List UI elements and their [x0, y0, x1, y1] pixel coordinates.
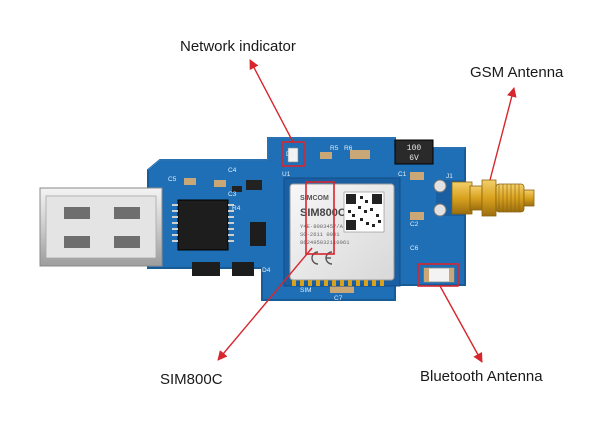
silk-r4: R4: [232, 205, 241, 212]
bluetooth-antenna-highlight: [417, 263, 459, 287]
chip-brand-label: SIMCOM: [300, 195, 329, 202]
silk-c3: C3: [228, 191, 237, 198]
silk-c1: C1: [398, 171, 407, 178]
ce-mark-icon: [311, 251, 333, 265]
arrow-network-indicator: [249, 59, 294, 143]
silk-d4: D4: [262, 267, 271, 274]
arrow-bluetooth-antenna: [439, 285, 483, 363]
callout-network-indicator: Network indicator: [180, 38, 296, 55]
capacitor-value-2: 6V: [409, 154, 419, 163]
chip-line-4: SG-2611 0001: [300, 231, 340, 238]
silk-d1: D1: [286, 151, 295, 158]
silk-c5: C5: [168, 176, 177, 183]
arrow-sim800c: [217, 247, 313, 361]
chip-model-label: SIM800C: [300, 207, 346, 219]
callout-arrows: [217, 59, 517, 363]
smd-components: [184, 147, 424, 293]
gsm-antenna-connector: [433, 179, 535, 217]
bluetooth-antenna: [423, 267, 455, 283]
callout-gsm-antenna: GSM Antenna: [470, 64, 564, 81]
callout-sim800c: SIM800C: [160, 371, 223, 388]
silkscreen-labels: D1 C5 C4 C3 R4 R5 R6 U1 C1 J1 D4 C7 C2 C…: [168, 145, 453, 302]
qr-code-icon: [343, 191, 385, 233]
tantalum-capacitor: 100 6V: [394, 139, 434, 165]
sim800c-highlight: [305, 181, 335, 255]
callout-bluetooth-antenna: Bluetooth Antenna: [420, 368, 543, 385]
silk-j1: J1: [446, 173, 453, 180]
silk-c4: C4: [228, 167, 237, 174]
chip-line-3: Y4E·8003457/A: [300, 223, 344, 230]
usb-uart-chip: [172, 199, 234, 251]
capacitor-value-1: 100: [407, 144, 422, 153]
silk-c2: C2: [410, 221, 419, 228]
sim800c-module: SIMCOM SIM800C Y4E·8003457/A SG-2611 000…: [283, 177, 401, 287]
usb-connector: [39, 187, 163, 267]
chip-line-5: 862495032110061: [300, 239, 350, 246]
silk-c6: C6: [410, 245, 419, 252]
silk-u1: U1: [282, 171, 291, 178]
silk-r5: R5: [330, 145, 339, 152]
silk-c7: C7: [334, 295, 343, 302]
arrow-gsm-antenna: [489, 87, 517, 181]
silk-sim: SIM: [300, 287, 312, 294]
silk-r6: R6: [344, 145, 353, 152]
